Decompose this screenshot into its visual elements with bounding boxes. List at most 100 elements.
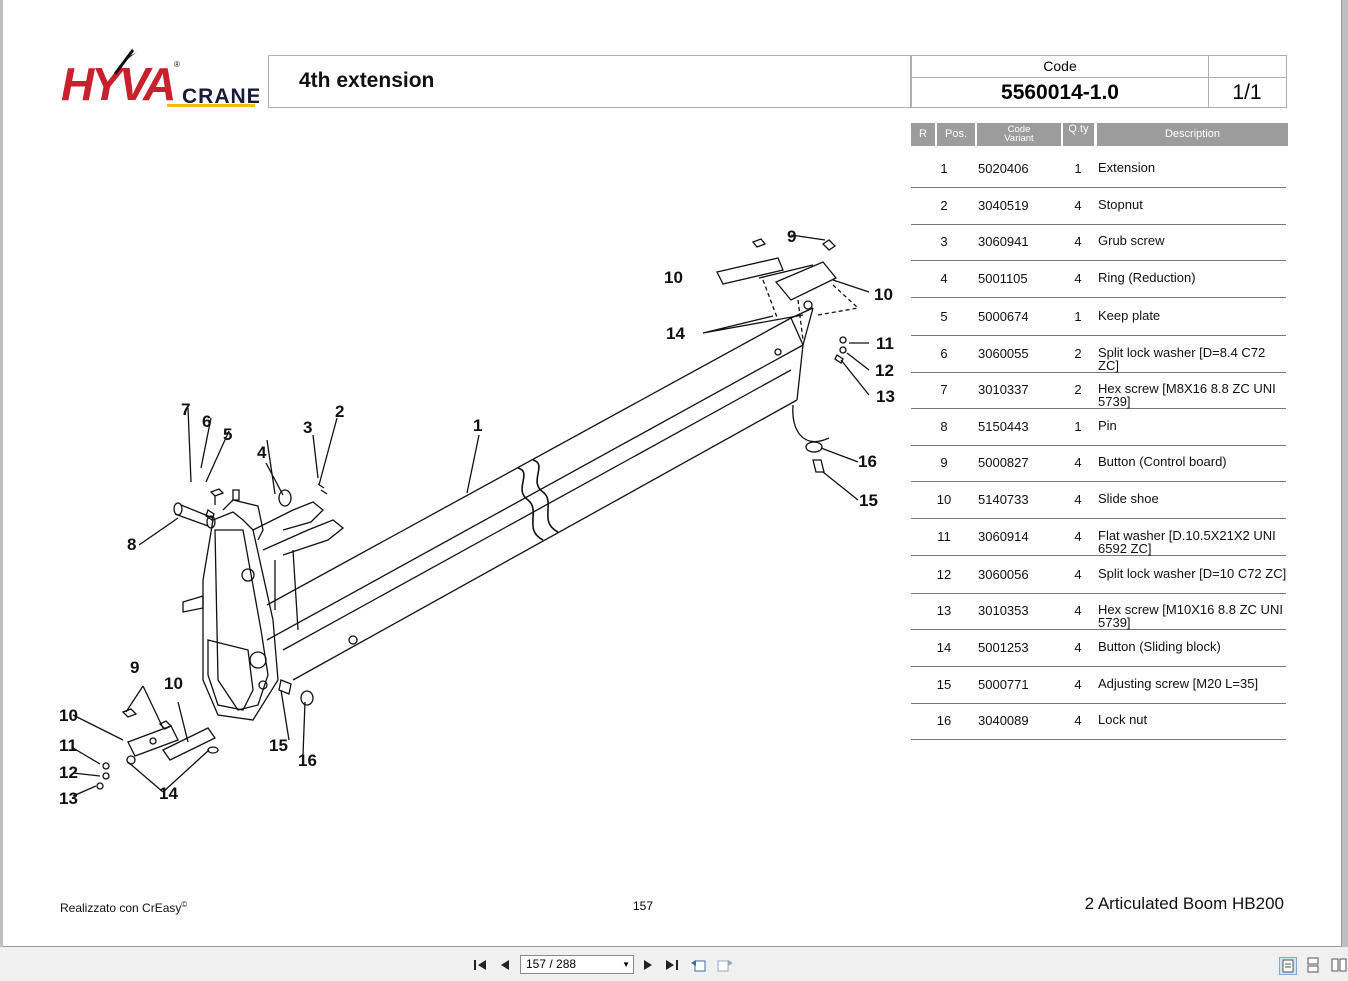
row-description: Hex screw [M10X16 8.8 ZC UNI 5739] — [1098, 602, 1283, 630]
row-code: 3040089 — [978, 713, 1029, 728]
callout-13-bottom: 13 — [59, 789, 78, 808]
row-qty: 4 — [1074, 271, 1082, 286]
row-description: Split lock washer [D=8.4 C72 ZC] — [1098, 345, 1266, 373]
col-header-description: Description — [1097, 123, 1288, 146]
row-qty: 2 — [1074, 346, 1082, 361]
col-header-r: R — [911, 123, 935, 146]
col-header-qty: Q.ty — [1063, 123, 1094, 146]
row-description: Lock nut — [1098, 712, 1148, 727]
row-qty: 4 — [1074, 492, 1082, 507]
callout-3: 3 — [303, 418, 312, 437]
row-code: 5000674 — [978, 309, 1029, 324]
callout-4: 4 — [257, 443, 267, 462]
hyva-crane-logo: HYVA ® CRANE — [59, 44, 261, 110]
callout-11-right: 11 — [876, 334, 894, 353]
svg-text:CRANE: CRANE — [182, 85, 259, 108]
row-qty: 1 — [1074, 419, 1082, 434]
go-back-view-icon[interactable] — [690, 957, 706, 973]
callout-11-bottom: 11 — [59, 736, 77, 755]
last-page-icon[interactable] — [664, 957, 680, 973]
go-forward-view-icon[interactable] — [716, 957, 732, 973]
previous-page-icon[interactable] — [497, 957, 513, 973]
row-position: 6 — [940, 346, 948, 361]
table-row: 16 3040089 4 Lock nut — [911, 705, 1286, 740]
row-qty: 4 — [1074, 603, 1082, 618]
chevron-down-icon[interactable]: ▼ — [622, 960, 630, 969]
creator-credit: Realizzato con CrEasy© — [60, 900, 188, 915]
row-position: 12 — [936, 567, 952, 582]
row-code: 5000771 — [978, 677, 1029, 692]
col-header-pos: Pos. — [937, 123, 975, 146]
row-position: 4 — [940, 271, 948, 286]
row-code: 3060055 — [978, 346, 1029, 361]
row-description: Keep plate — [1098, 308, 1161, 323]
row-code: 3010337 — [978, 382, 1029, 397]
callout-7: 7 — [181, 400, 190, 419]
row-description: Button (Sliding block) — [1098, 639, 1221, 654]
row-code: 5001105 — [978, 271, 1028, 286]
row-position: 5 — [940, 309, 948, 324]
callout-9-top: 9 — [787, 227, 796, 246]
table-row: 15 5000771 4 Adjusting screw [M20 L=35] — [911, 669, 1286, 704]
callout-10-top-right: 10 — [874, 285, 893, 304]
row-position: 15 — [936, 677, 952, 692]
row-description: Ring (Reduction) — [1098, 270, 1196, 285]
page-number: 157 — [633, 899, 654, 913]
first-page-icon[interactable] — [472, 957, 488, 973]
callout-10-bottom-right: 10 — [164, 674, 183, 693]
continuous-view-icon[interactable] — [1305, 957, 1321, 973]
row-code: 3060914 — [978, 529, 1029, 544]
model-name: 2 Articulated Boom HB200 — [1084, 894, 1284, 913]
callout-8: 8 — [127, 535, 136, 554]
viewer-toolbar: 157 / 288 ▼ — [0, 947, 1348, 981]
row-code: 3040519 — [978, 198, 1029, 213]
row-code: 3060056 — [978, 567, 1029, 582]
callout-2: 2 — [335, 402, 344, 421]
table-row: 12 3060056 4 Split lock washer [D=10 C72 ZC… — [911, 559, 1286, 594]
page-number-field[interactable]: 157 / 288 ▼ — [520, 955, 634, 974]
exploded-parts-diagram: 1 2 3 4 5 6 7 8 9 10 14 10 11 12 13 16 1… — [43, 210, 923, 820]
table-row: 6 3060055 2 Split lock washer [D=8.4 C72 ZC… — [911, 338, 1286, 373]
boom-extension-drawing: 1 2 3 4 5 6 7 8 9 10 14 10 11 12 13 16 1… — [59, 227, 895, 808]
row-qty: 4 — [1074, 713, 1082, 728]
row-description: Split lock washer [D=10 C72 ZC] — [1098, 566, 1287, 581]
row-position: 10 — [936, 492, 952, 507]
row-position: 14 — [936, 640, 952, 655]
code-box: Code 5560014-1.0 1/1 — [911, 55, 1287, 108]
row-qty: 4 — [1074, 529, 1082, 544]
row-position: 11 — [937, 529, 951, 544]
callout-16-bottom: 16 — [298, 751, 317, 770]
row-qty: 4 — [1074, 677, 1082, 692]
row-code: 5020406 — [978, 161, 1029, 176]
row-description: Grub screw — [1098, 233, 1165, 248]
code-label: Code — [912, 56, 1209, 78]
callout-14-bottom: 14 — [159, 784, 178, 803]
single-page-view-icon[interactable] — [1279, 957, 1297, 975]
callout-12-bottom: 12 — [59, 763, 78, 782]
document-page: HYVA ® CRANE 4th extension Code 5560014-… — [3, 0, 1342, 947]
callout-9-bottom: 9 — [130, 658, 139, 677]
row-qty: 2 — [1074, 382, 1082, 397]
next-page-icon[interactable] — [640, 957, 656, 973]
row-position: 13 — [936, 603, 952, 618]
row-description: Adjusting screw [M20 L=35] — [1098, 676, 1259, 691]
col-header-code-variant: Code Variant — [977, 123, 1061, 146]
drawing-code: 5560014-1.0 — [912, 78, 1209, 108]
callout-12-right: 12 — [875, 361, 894, 380]
row-position: 16 — [936, 713, 952, 728]
row-code: 3060941 — [978, 234, 1029, 249]
callout-10-top-left: 10 — [664, 268, 683, 287]
row-position: 1 — [940, 161, 948, 176]
facing-pages-view-icon[interactable] — [1331, 957, 1347, 973]
row-code: 5150443 — [978, 419, 1029, 434]
svg-text:HYVA: HYVA — [61, 58, 173, 110]
row-qty: 4 — [1074, 567, 1082, 582]
row-position: 7 — [940, 382, 948, 397]
